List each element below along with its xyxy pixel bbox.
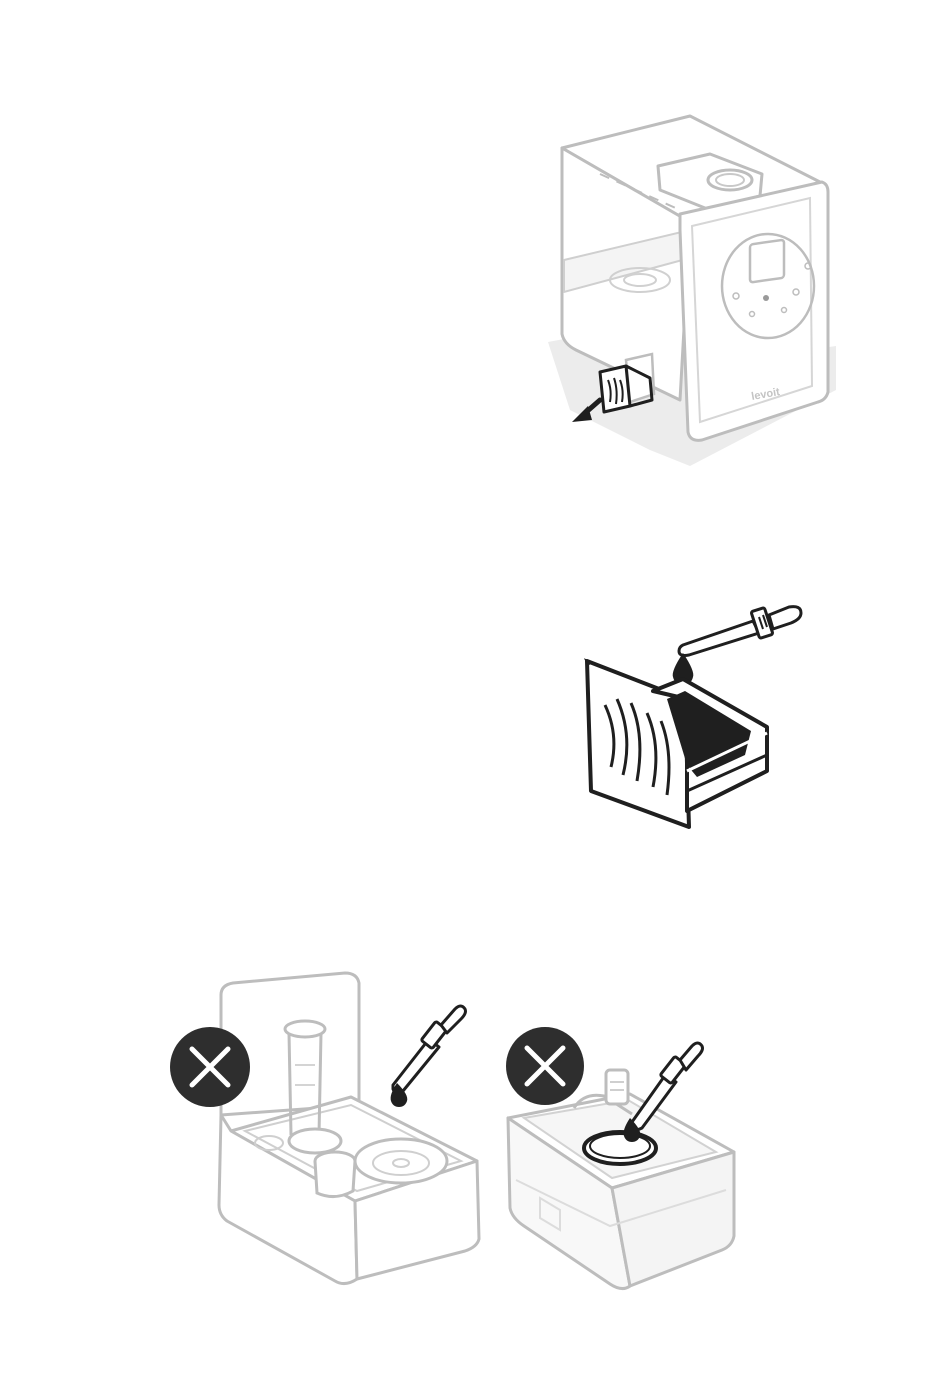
base-dropper-icon	[165, 965, 495, 1295]
cross-icon	[170, 1027, 250, 1107]
humidifier-figure: levoit	[540, 110, 840, 470]
aroma-tray-icon	[575, 595, 815, 835]
tank-prohibited-badge	[505, 1026, 585, 1106]
aroma-tray-figure	[575, 595, 815, 835]
humidifier-icon: levoit	[540, 110, 840, 470]
base-dropper-prohibited-figure	[165, 965, 495, 1295]
dropper-icon	[679, 607, 801, 656]
dropper-icon	[393, 1006, 466, 1093]
cross-icon	[505, 1026, 585, 1106]
